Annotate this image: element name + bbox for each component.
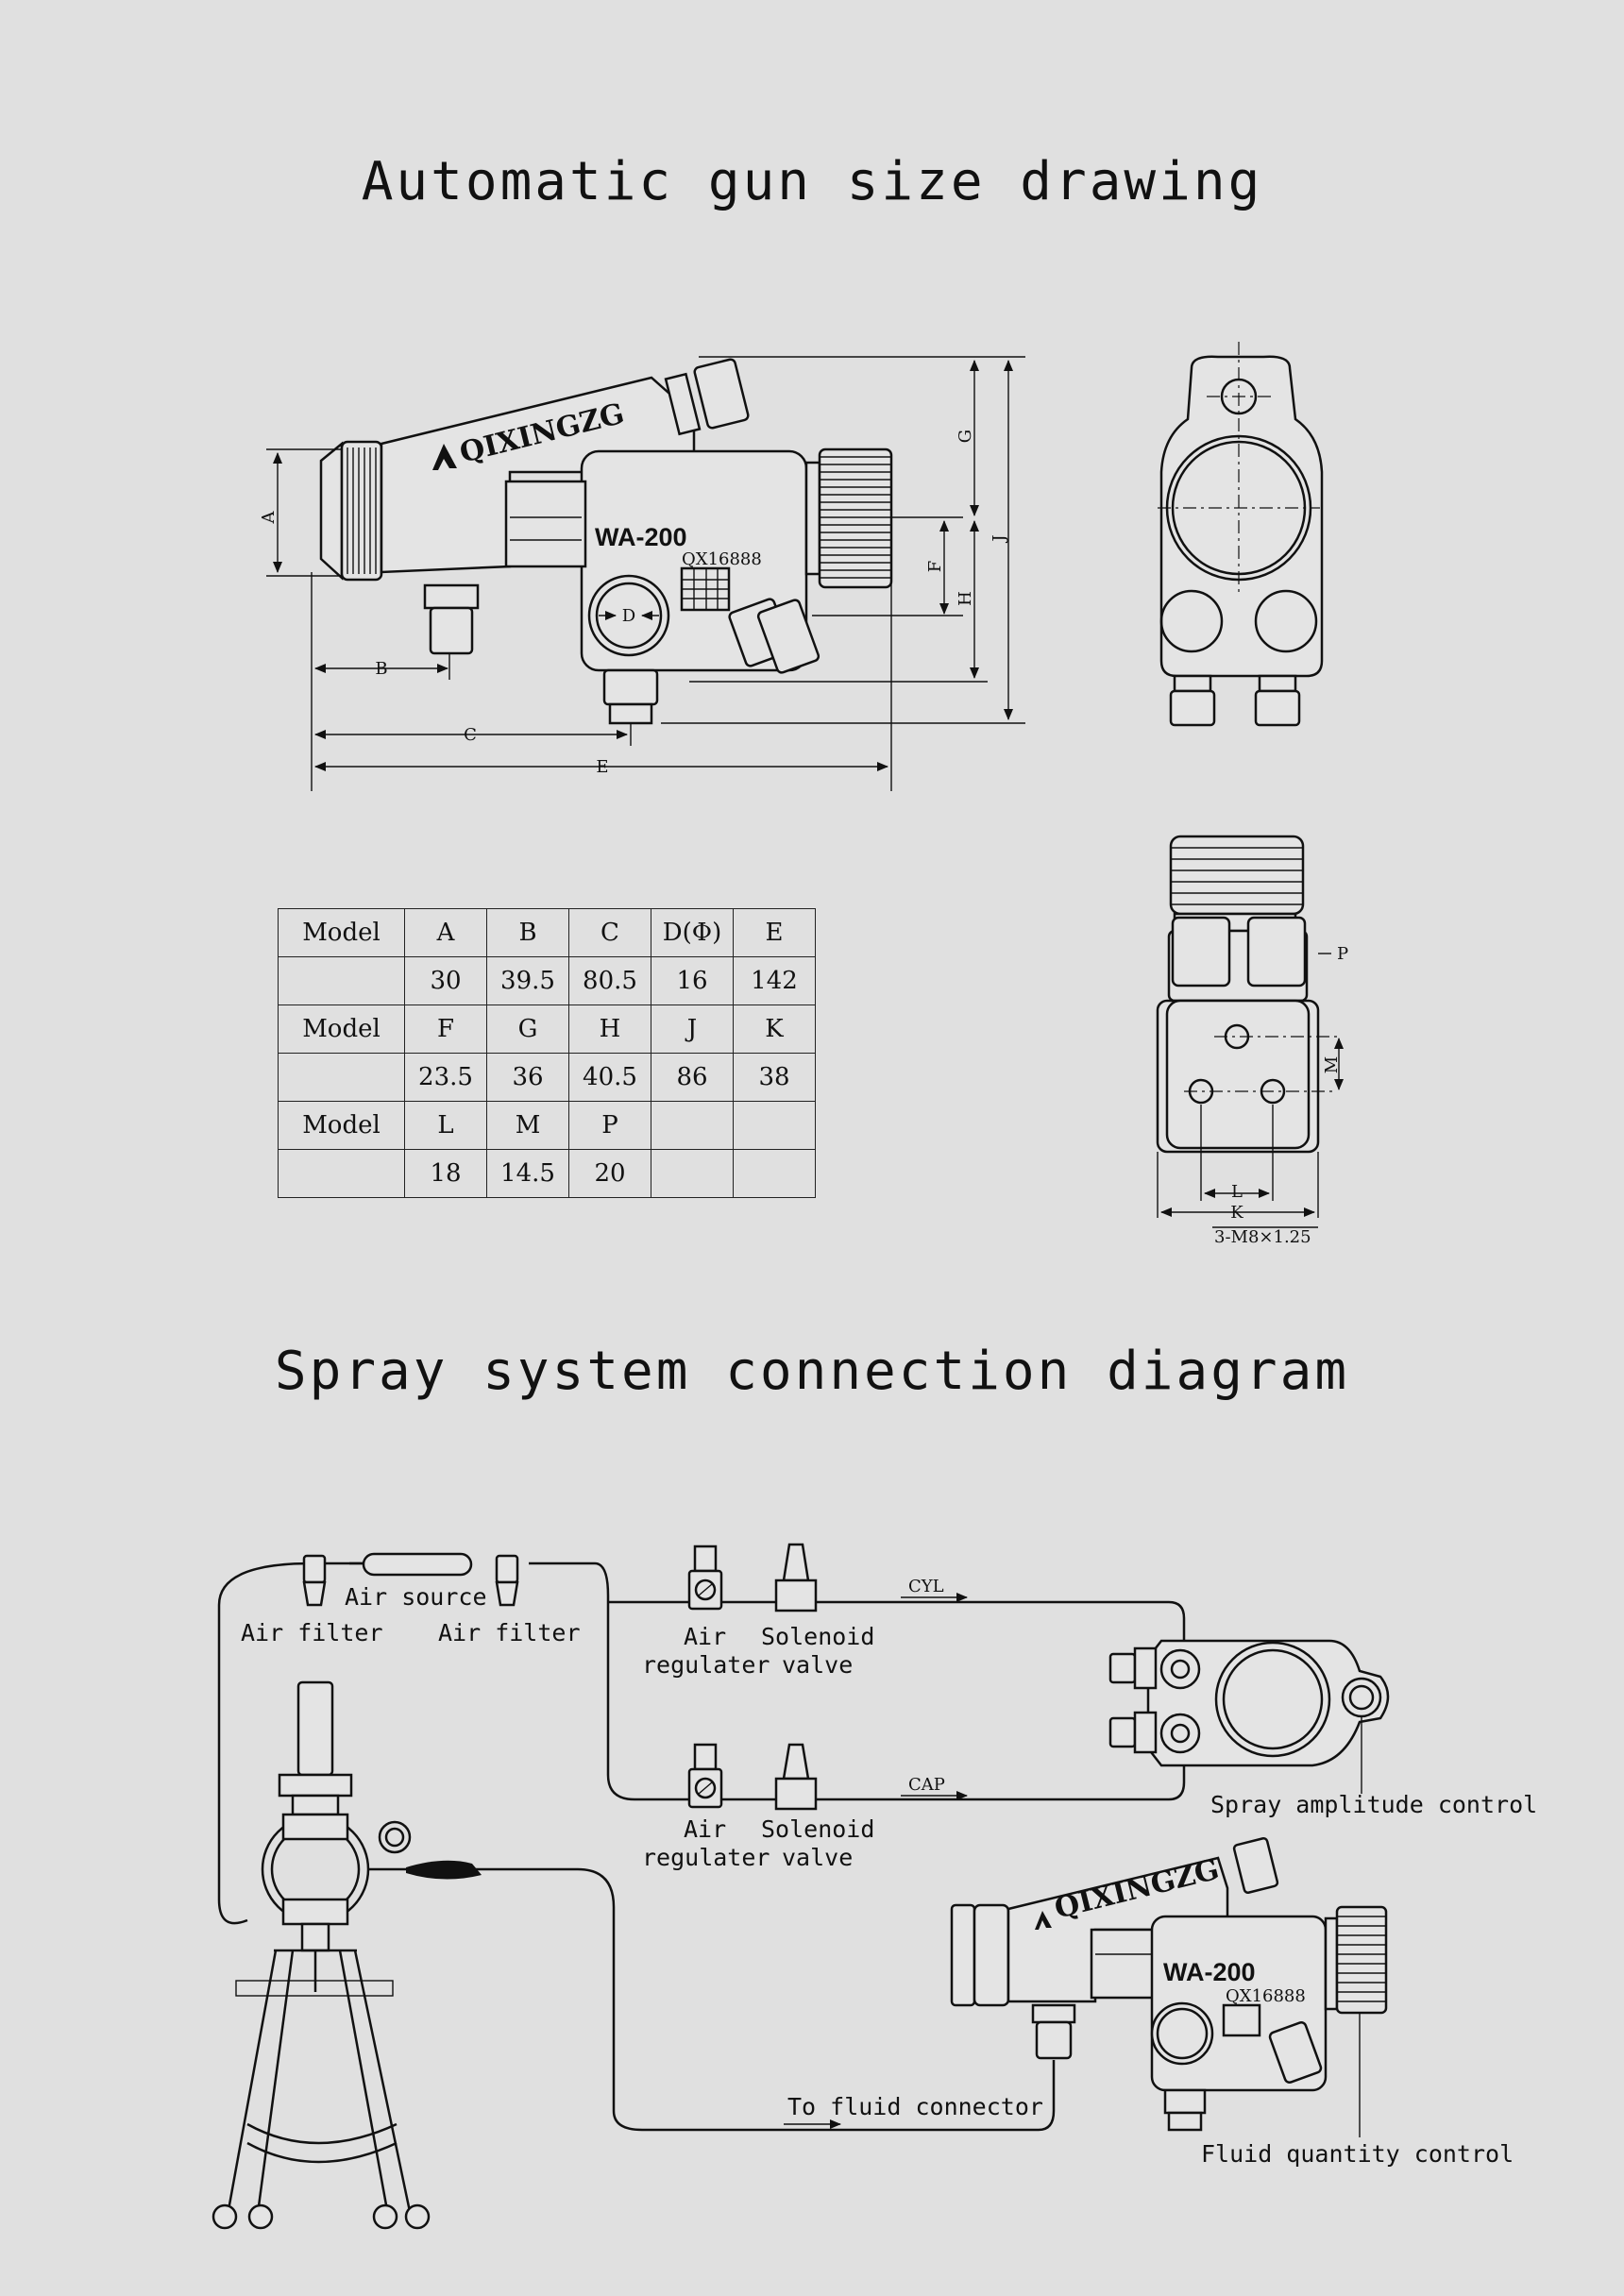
gun-side-view: QX16888 QIXINGZG WA-200 A B C D E G F H bbox=[259, 356, 1025, 791]
table-cell: 39.5 bbox=[486, 956, 569, 1005]
table-cell: 14.5 bbox=[486, 1149, 569, 1198]
cap-label: CAP bbox=[908, 1775, 945, 1795]
solenoid-valve-2-line1: Solenoid bbox=[761, 1815, 874, 1843]
small-gun-model-label: WA-200 bbox=[1163, 1958, 1256, 1986]
gun-front-view bbox=[1158, 342, 1324, 727]
air-source-label: Air source bbox=[345, 1583, 487, 1611]
table-cell bbox=[651, 1149, 734, 1198]
table-cell: 86 bbox=[651, 1053, 734, 1102]
fluid-connector-label: To fluid connector bbox=[787, 2093, 1043, 2120]
table-cell: 80.5 bbox=[568, 956, 651, 1005]
table-cell bbox=[278, 1149, 405, 1198]
table-cell: Model bbox=[278, 1101, 405, 1150]
table-cell: F bbox=[404, 1004, 487, 1054]
dim-j-label: J bbox=[990, 534, 1009, 543]
dim-d-label: D bbox=[622, 606, 635, 626]
thread-label: 3-M8×1.25 bbox=[1214, 1227, 1311, 1247]
dim-l-label: L bbox=[1231, 1182, 1243, 1202]
solenoid-valve-1-line2: valve bbox=[782, 1651, 853, 1679]
table-cell: J bbox=[651, 1004, 734, 1054]
dim-h-label: H bbox=[956, 591, 975, 606]
table-cell: L bbox=[404, 1101, 487, 1150]
dim-m-label: M bbox=[1322, 1056, 1342, 1073]
table-row: 18 14.5 20 bbox=[278, 1149, 816, 1198]
table-cell: C bbox=[568, 908, 651, 957]
dim-e-label: E bbox=[596, 757, 608, 777]
air-regulater-2-line1: Air bbox=[684, 1815, 726, 1843]
table-row: 30 39.5 80.5 16 142 bbox=[278, 956, 816, 1005]
table-cell: 40.5 bbox=[568, 1053, 651, 1102]
table-cell: 36 bbox=[486, 1053, 569, 1102]
table-cell: B bbox=[486, 908, 569, 957]
table-cell: K bbox=[733, 1004, 816, 1054]
table-row: Model L M P bbox=[278, 1101, 816, 1150]
dim-g-label: G bbox=[956, 430, 975, 443]
spray-amplitude-control-label: Spray amplitude control bbox=[1210, 1791, 1537, 1818]
table-cell bbox=[278, 956, 405, 1005]
table-cell: Model bbox=[278, 908, 405, 957]
table-cell bbox=[278, 1053, 405, 1102]
brand-logo-icon bbox=[432, 444, 457, 470]
gun-model-label: WA-200 bbox=[595, 523, 687, 551]
table-cell: 23.5 bbox=[404, 1053, 487, 1102]
table-cell bbox=[651, 1101, 734, 1150]
dim-f-label: F bbox=[925, 561, 945, 573]
gun-bottom-view: P M K L 3-M8×1.25 bbox=[1156, 835, 1348, 1247]
air-regulater-2-line2: regulater bbox=[642, 1844, 770, 1871]
table-cell: D(Φ) bbox=[651, 908, 734, 957]
dim-k-label: K bbox=[1230, 1203, 1243, 1223]
table-cell: 16 bbox=[651, 956, 734, 1005]
table-row: 23.5 36 40.5 86 38 bbox=[278, 1053, 816, 1102]
table-cell: A bbox=[404, 908, 487, 957]
size-drawing-title: Automatic gun size drawing bbox=[361, 151, 1263, 212]
table-cell: 20 bbox=[568, 1149, 651, 1198]
table-cell: Model bbox=[278, 1004, 405, 1054]
gun-code-label: QX16888 bbox=[682, 549, 762, 569]
dim-b-label: B bbox=[375, 659, 387, 679]
air-regulater-1-line1: Air bbox=[684, 1623, 726, 1650]
table-cell: 30 bbox=[404, 956, 487, 1005]
connection-diagram: Air source Air filter Air filter Air reg… bbox=[211, 1543, 1537, 2230]
air-filter-right-label: Air filter bbox=[438, 1619, 581, 1646]
cyl-label: CYL bbox=[908, 1577, 944, 1596]
fluid-quantity-control-label: Fluid quantity control bbox=[1201, 2140, 1514, 2168]
table-row: Model A B C D(Φ) E bbox=[278, 908, 816, 957]
table-cell: M bbox=[486, 1101, 569, 1150]
dimension-table: Model A B C D(Φ) E 30 39.5 80.5 16 142 M… bbox=[278, 908, 816, 1198]
table-cell: 18 bbox=[404, 1149, 487, 1198]
dim-p-label: P bbox=[1337, 944, 1348, 964]
table-cell bbox=[733, 1149, 816, 1198]
small-gun-code-label: QX16888 bbox=[1226, 1986, 1306, 2006]
table-cell: H bbox=[568, 1004, 651, 1054]
connection-diagram-title: Spray system connection diagram bbox=[274, 1341, 1350, 1402]
table-cell: 142 bbox=[733, 956, 816, 1005]
table-cell: E bbox=[733, 908, 816, 957]
air-filter-left-label: Air filter bbox=[241, 1619, 383, 1646]
table-cell bbox=[733, 1101, 816, 1150]
table-row: Model F G H J K bbox=[278, 1004, 816, 1054]
table-cell: 38 bbox=[733, 1053, 816, 1102]
solenoid-valve-2-line2: valve bbox=[782, 1844, 853, 1871]
table-cell: G bbox=[486, 1004, 569, 1054]
dim-a-label: A bbox=[259, 511, 279, 525]
dim-c-label: C bbox=[464, 725, 477, 745]
air-regulater-1-line2: regulater bbox=[642, 1651, 770, 1679]
solenoid-valve-1-line1: Solenoid bbox=[761, 1623, 874, 1650]
brand-logo-icon-small bbox=[1035, 1911, 1052, 1930]
table-cell: P bbox=[568, 1101, 651, 1150]
